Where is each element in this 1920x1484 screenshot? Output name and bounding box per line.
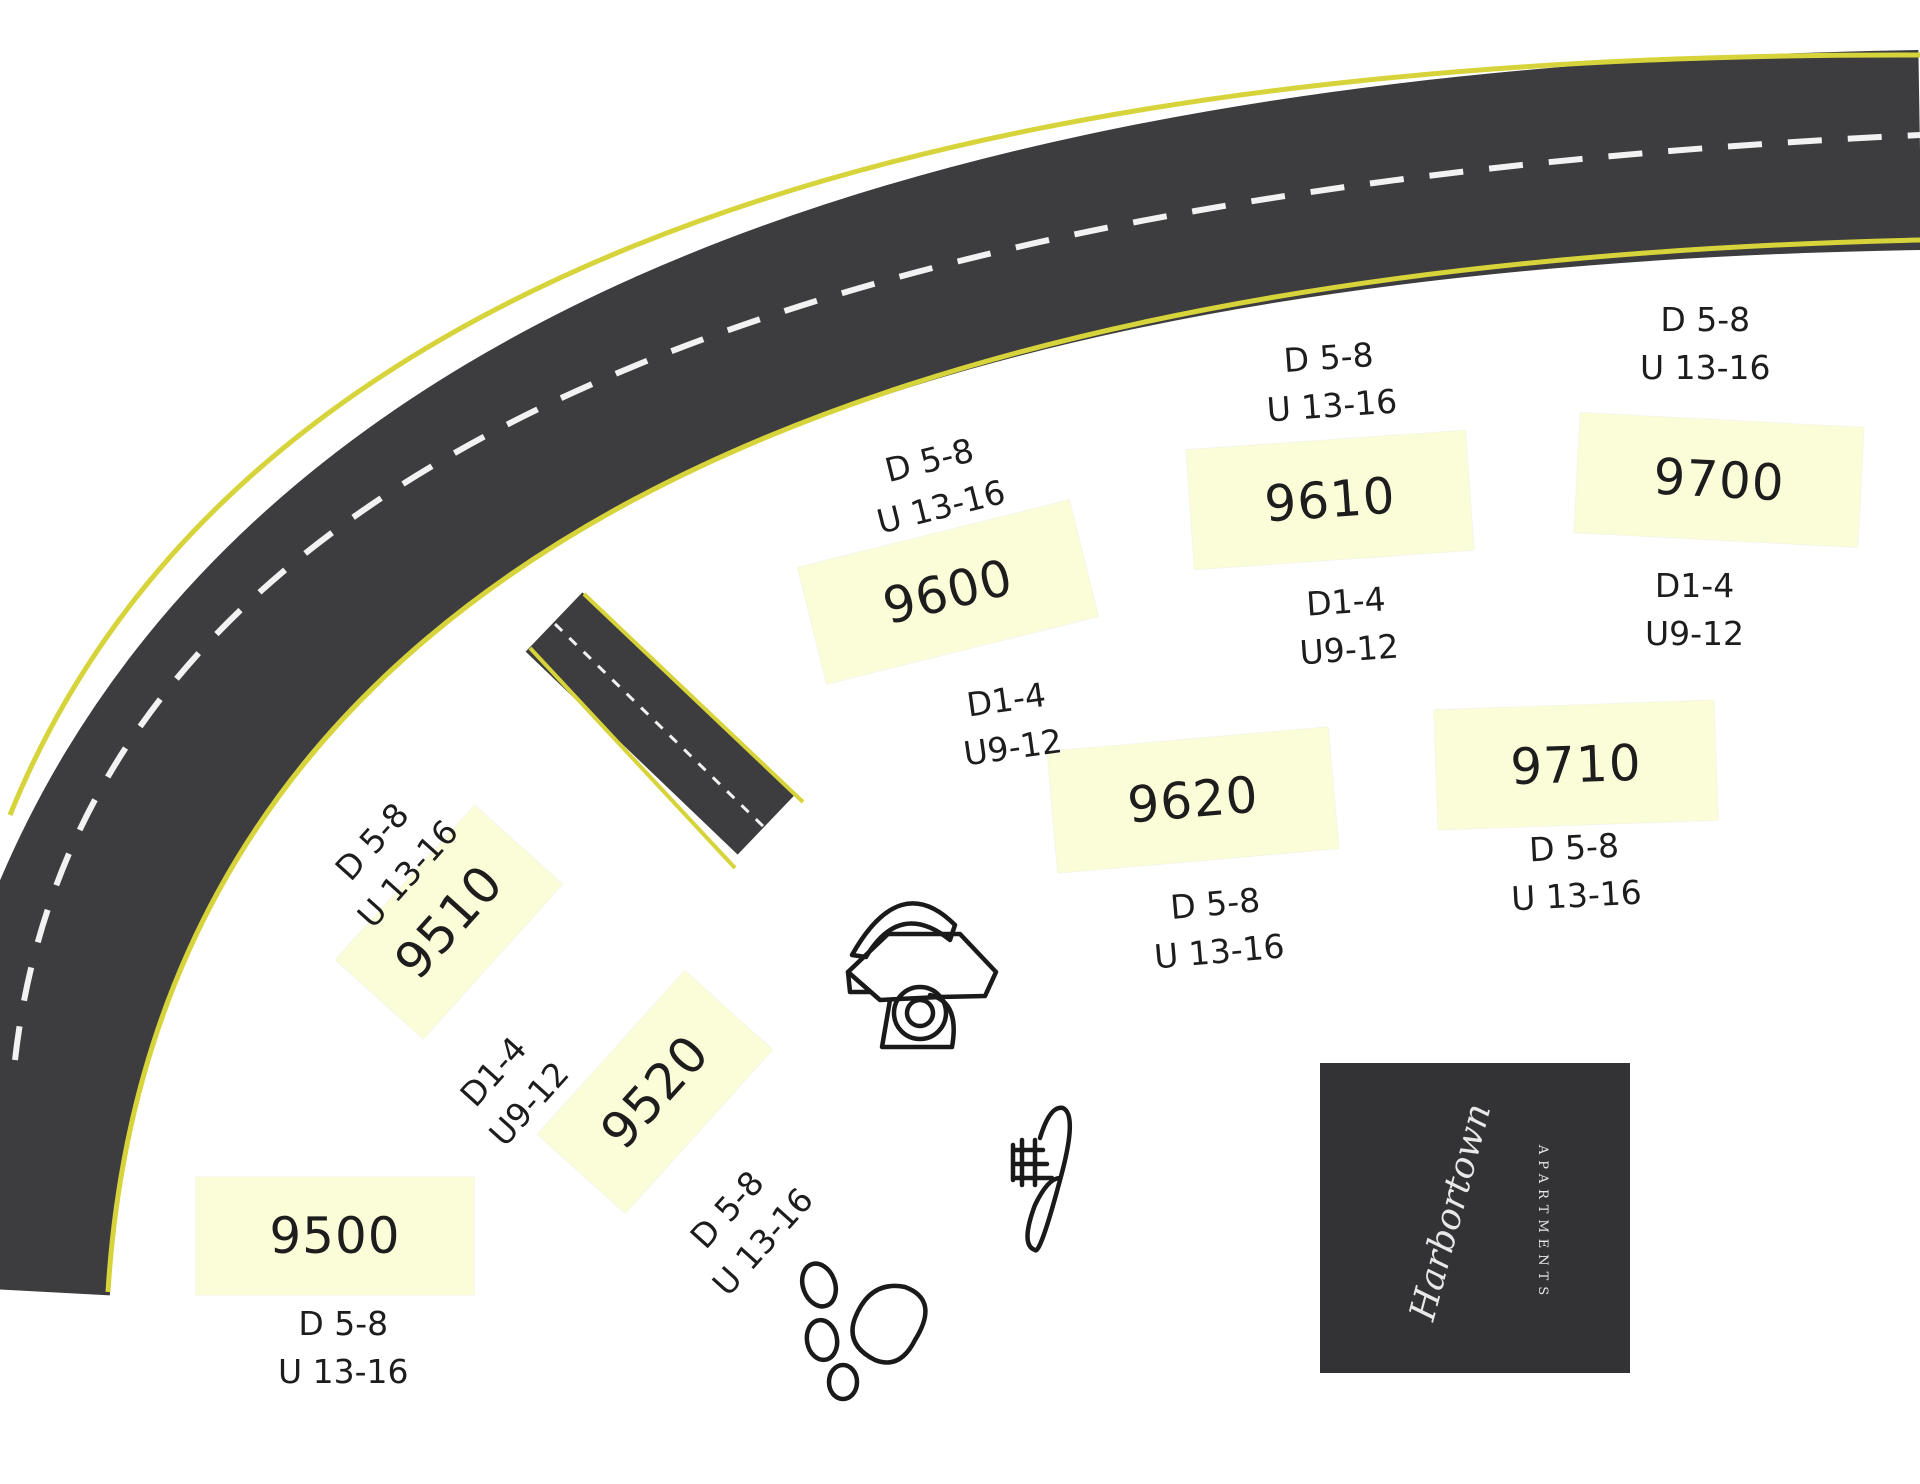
road-edge-line-outer — [7, 52, 1920, 816]
building-number: 9610 — [1262, 466, 1398, 534]
label-line: U 13-16 — [1510, 872, 1643, 919]
building-number: 9710 — [1509, 733, 1643, 797]
label-9610-upper: D 5-8 U 13-16 — [1262, 330, 1399, 435]
building-number: 9500 — [269, 1207, 401, 1265]
label-line: U 13-16 — [278, 1352, 409, 1391]
label-9700-upper: D 5-8 U 13-16 — [1640, 296, 1771, 392]
label-9700-lower: D1-4 U9-12 — [1645, 562, 1744, 658]
label-9500-lower: D 5-8 U 13-16 — [278, 1300, 409, 1396]
road-center-dashes — [12, 132, 1920, 1061]
label-9610-lower: D1-4 U9-12 — [1295, 575, 1401, 678]
logo-sub-text: APARTMENTS — [1535, 1144, 1550, 1302]
telephone-icon — [845, 901, 999, 1050]
harbortown-logo: Harbortown APARTMENTS — [1320, 1063, 1630, 1373]
label-line: D 5-8 — [298, 1304, 389, 1343]
building-number: 9620 — [1125, 765, 1261, 835]
entrance-road-edge-left — [528, 646, 737, 870]
label-line: D1-4 — [1304, 579, 1387, 624]
main-road — [0, 50, 1920, 1296]
entrance-road-dashes — [553, 622, 769, 832]
label-9710-lower: D 5-8 U 13-16 — [1508, 821, 1643, 924]
building-9620[interactable]: 9620 — [1047, 726, 1339, 874]
label-line: U 13-16 — [1640, 348, 1771, 387]
entrance-road — [525, 592, 805, 870]
paw-print-icon — [799, 1261, 928, 1402]
label-line: U9-12 — [1298, 626, 1400, 673]
building-9500[interactable]: 9500 — [196, 1177, 474, 1295]
label-line: D 5-8 — [1660, 300, 1751, 339]
label-9620-lower: D 5-8 U 13-16 — [1148, 874, 1286, 981]
road-edge-line-inner — [105, 237, 1920, 1293]
road-surface — [0, 50, 1920, 1296]
building-9710[interactable]: 9710 — [1433, 700, 1719, 830]
building-9700[interactable]: 9700 — [1574, 412, 1864, 548]
label-line: D1-4 — [1654, 566, 1735, 605]
logo-script-text: Harbortown — [1402, 1099, 1500, 1325]
label-line: U 13-16 — [1265, 381, 1399, 430]
building-number: 9700 — [1651, 447, 1787, 513]
building-number: 9600 — [877, 547, 1019, 637]
label-line: D 5-8 — [1528, 825, 1620, 870]
pool-ladder-icon — [1010, 1105, 1073, 1253]
entrance-road-edge-right — [582, 592, 805, 804]
label-9600-lower: D1-4 U9-12 — [954, 670, 1065, 779]
label-line: U9-12 — [1645, 614, 1745, 653]
building-9610[interactable]: 9610 — [1186, 430, 1474, 570]
